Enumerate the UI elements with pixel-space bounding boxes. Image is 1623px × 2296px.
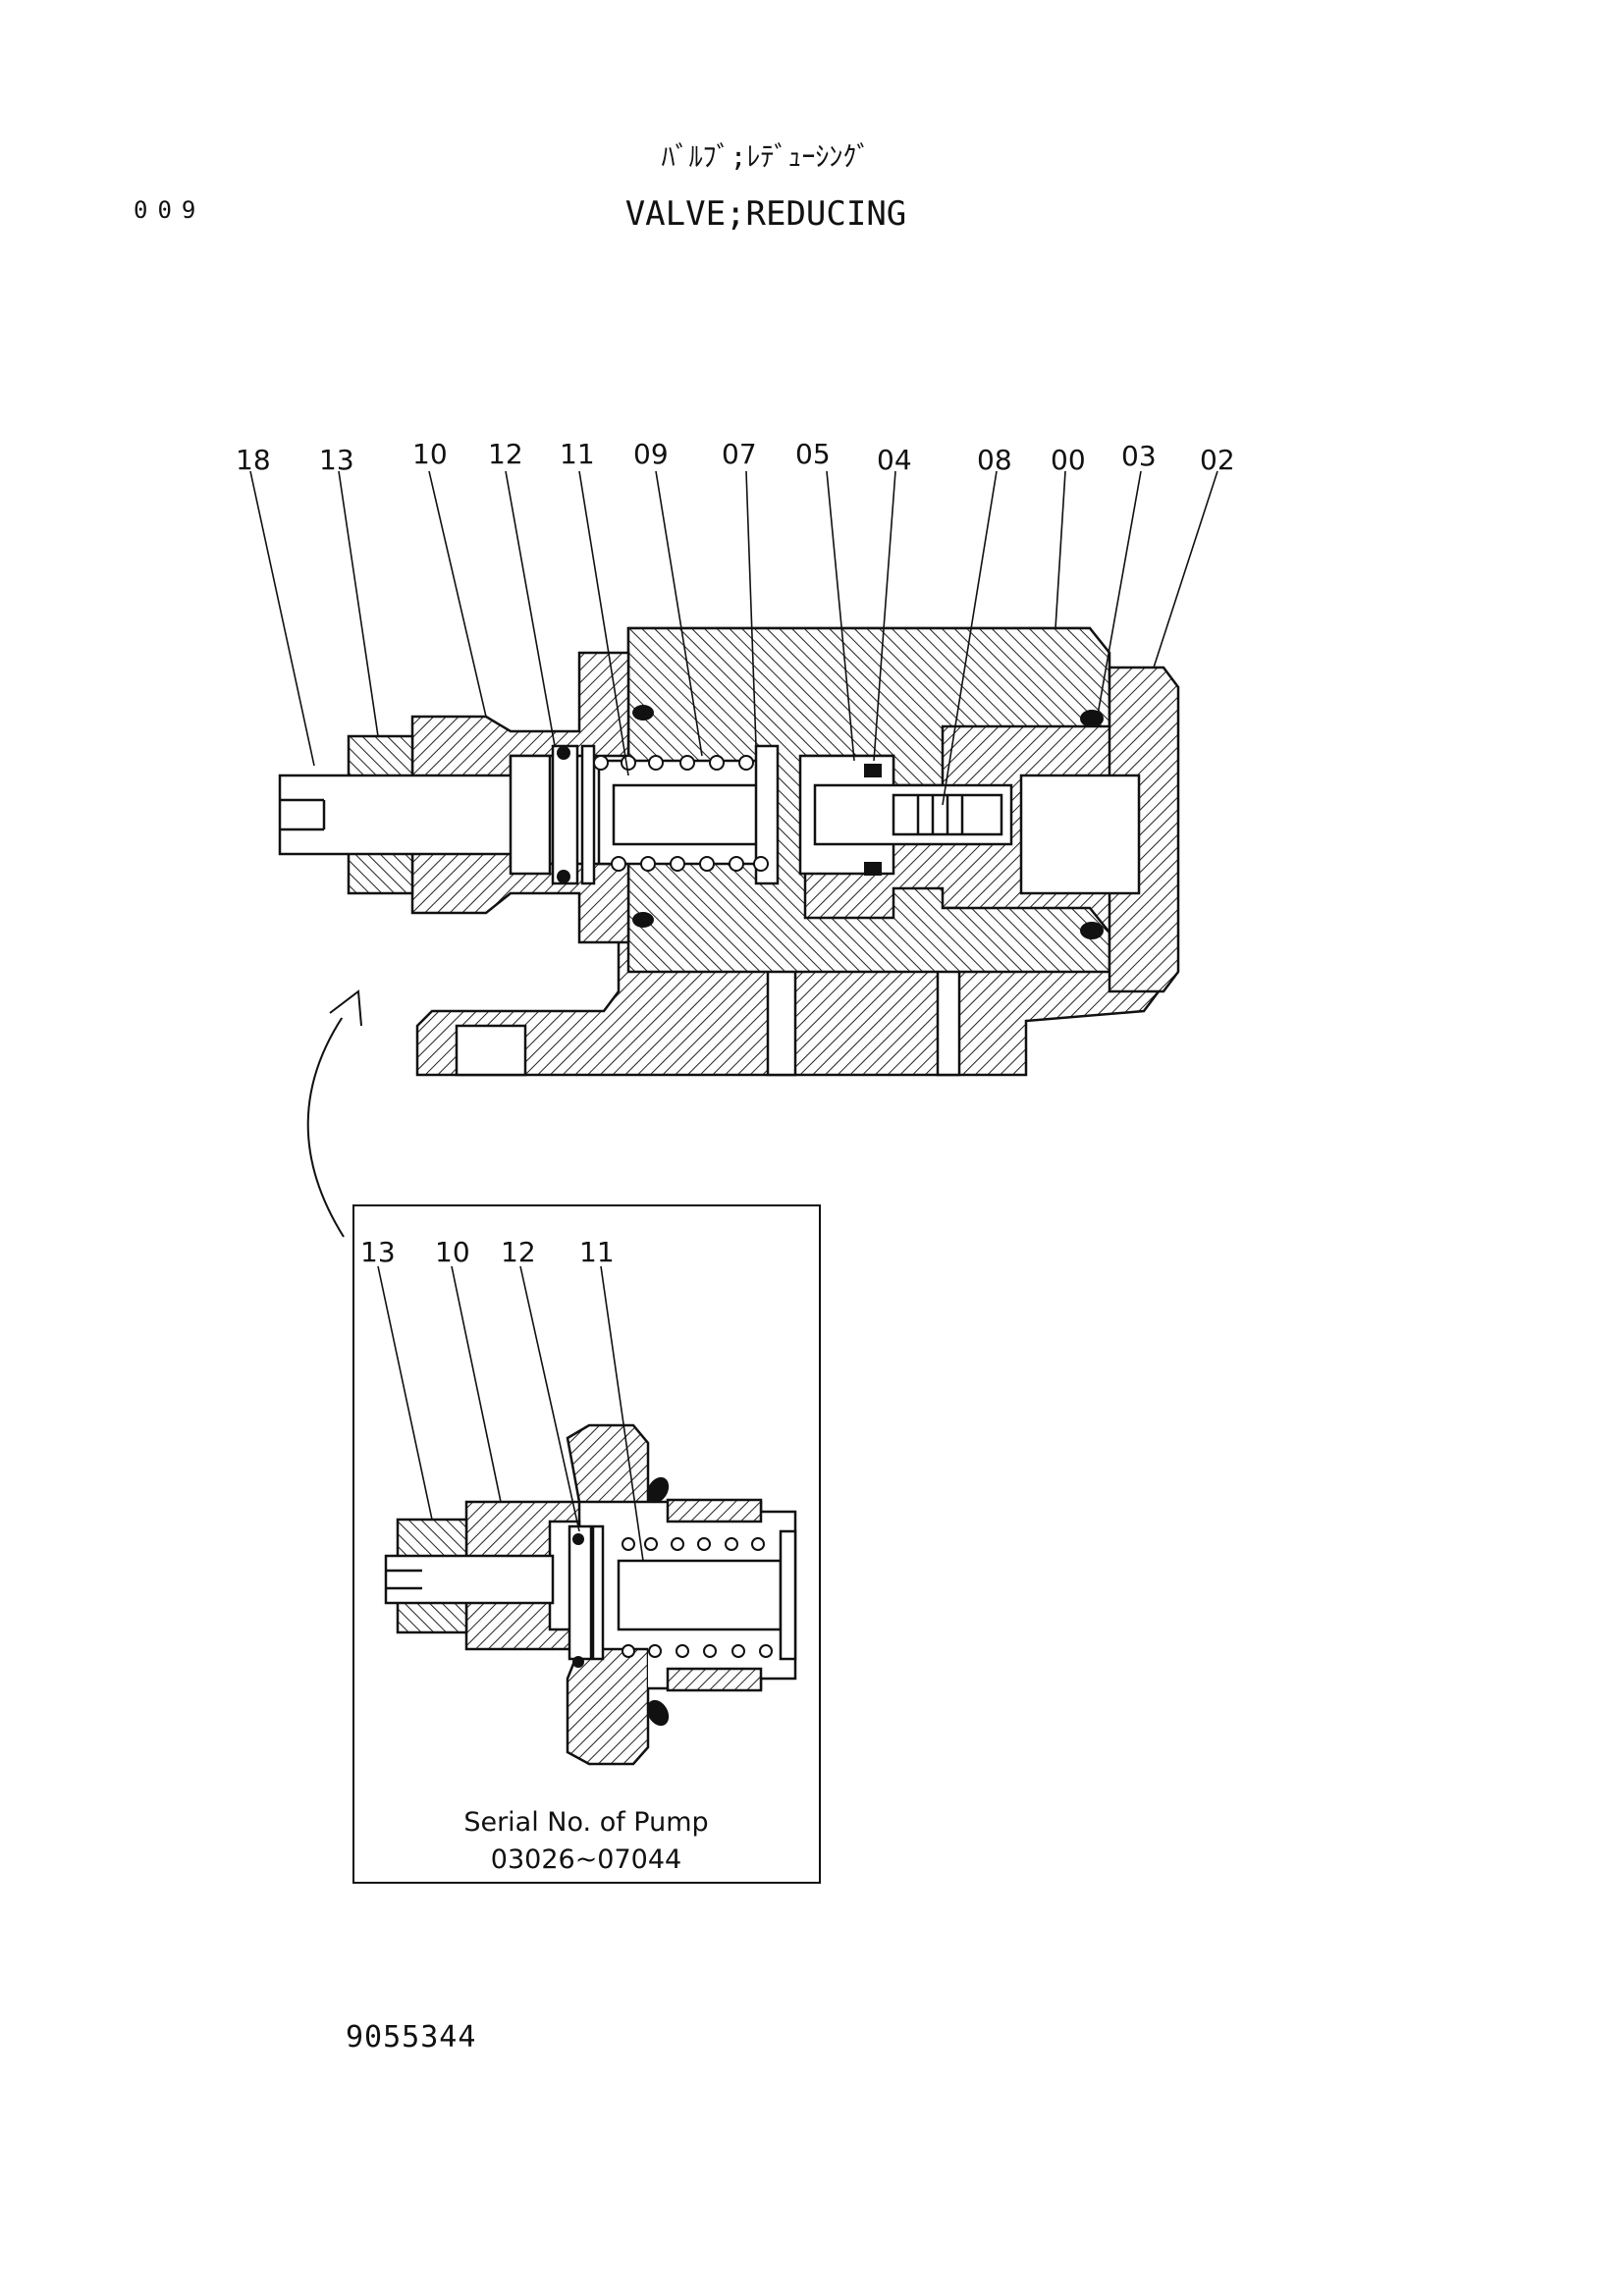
callout-11: 11: [560, 438, 595, 470]
o-rings-main: [557, 705, 1104, 939]
callout-09: 09: [633, 438, 669, 470]
inset-o-rings: [572, 1476, 670, 1727]
inset-callout-13: 13: [360, 1236, 396, 1268]
document-number: 9055344: [346, 2020, 477, 2055]
inset-callout-10: 10: [435, 1236, 470, 1268]
callout-12: 12: [488, 438, 523, 470]
body-port: [455, 1024, 527, 1077]
inset-note-serial-label: Serial No. of Pump: [463, 1807, 708, 1838]
spring-seat-07: [754, 744, 780, 885]
spring-coils-main: [593, 755, 769, 872]
callout-07: 07: [722, 438, 757, 470]
inset-screw: [384, 1554, 555, 1605]
inset-callout-12: 12: [501, 1236, 536, 1268]
title-japanese: ﾊﾞﾙﾌﾞ;ﾚﾃﾞｭｰｼﾝｸﾞ: [661, 140, 871, 173]
main-assembly: [278, 626, 1180, 1077]
plug: [1108, 666, 1180, 993]
spring-seat-12: [551, 744, 579, 885]
inset-callout-11: 11: [579, 1236, 615, 1268]
callout-03: 03: [1121, 440, 1157, 472]
callout-08: 08: [977, 444, 1012, 476]
plug-bore: [1019, 774, 1141, 895]
callout-00: 00: [1051, 444, 1086, 476]
page-number: 009: [134, 196, 206, 224]
inset-callout-labels: 13 10 12 11: [360, 1236, 615, 1268]
callout-10: 10: [412, 438, 448, 470]
callout-18: 18: [236, 444, 271, 476]
main-leader-lines: [249, 470, 1218, 806]
inset-frame: [352, 1204, 821, 1884]
main-callout-labels: 18 13 10 12 11 09 07 05 04 08 00 03 02: [236, 438, 1235, 476]
callout-02: 02: [1200, 444, 1235, 476]
inset-spring-coils: [622, 1537, 773, 1658]
title-english: VALVE;REDUCING: [624, 194, 907, 234]
callout-04: 04: [877, 444, 912, 476]
callout-13: 13: [319, 444, 354, 476]
screw-18: [278, 774, 527, 856]
inset-leader-lines: [377, 1265, 644, 1562]
inset-note-serial-range: 03026~07044: [491, 1844, 681, 1875]
inset-assembly: [384, 1423, 797, 1766]
inset-flange: [566, 1423, 650, 1504]
inset-pointer-arrow: [306, 989, 362, 1238]
callout-05: 05: [795, 438, 831, 470]
